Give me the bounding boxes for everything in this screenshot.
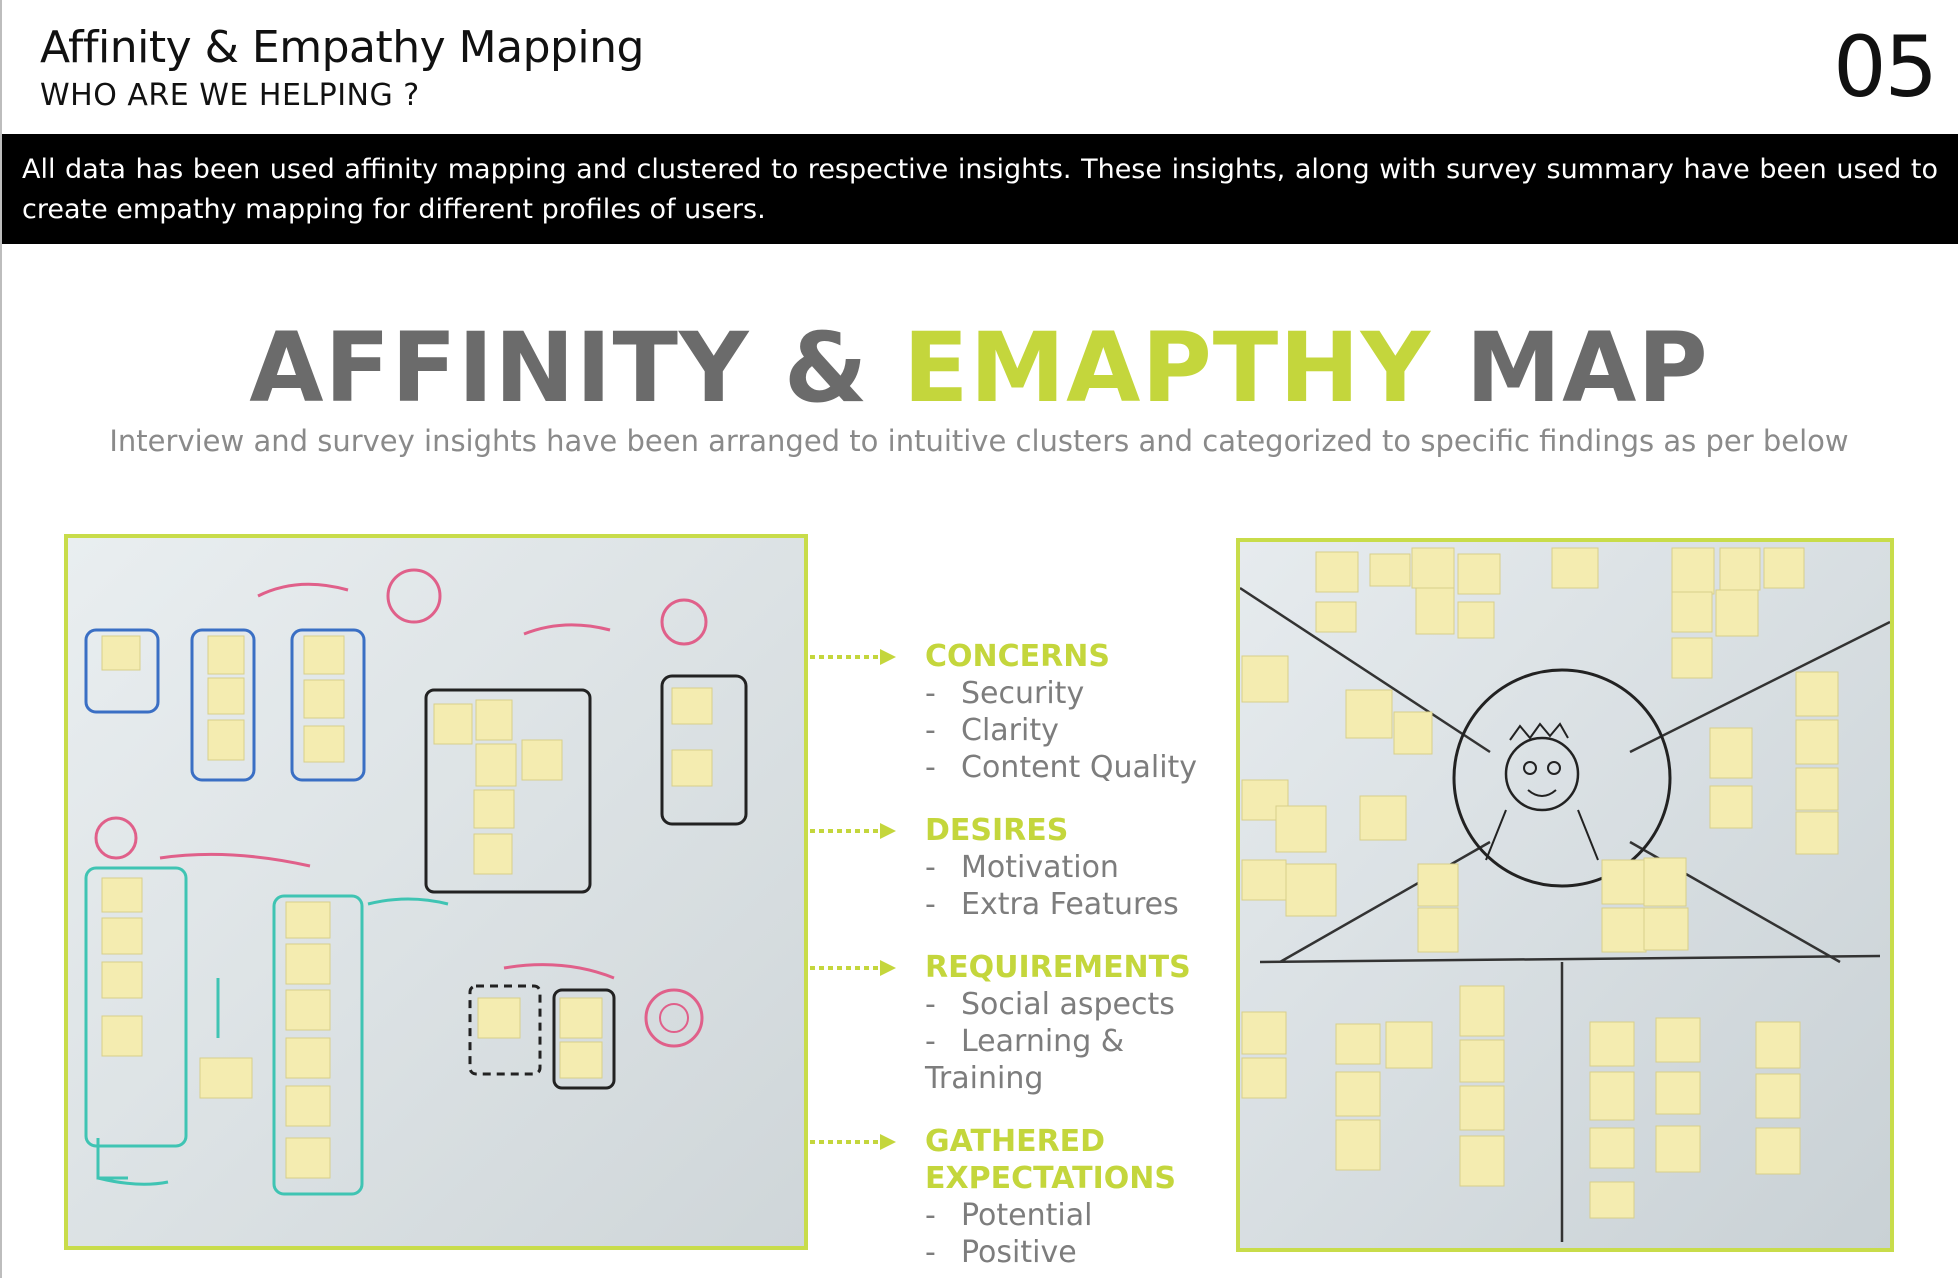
summary-banner-text: All data has been used affinity mapping … — [22, 154, 1938, 225]
findings-group-items: -Security -Clarity -Content Quality — [925, 675, 1230, 786]
findings-group-concerns: CONCERNS -Security -Clarity -Content Qua… — [810, 638, 1230, 786]
affinity-whiteboard-image — [68, 538, 804, 1246]
main-title-part-2: EMAPTHY — [903, 312, 1432, 424]
dotted-arrow-icon — [810, 649, 896, 665]
left-edge-rule — [0, 0, 2, 1278]
findings-item-label: Content Quality — [961, 750, 1198, 785]
findings-group-desires: DESIRES -Motivation -Extra Features — [810, 812, 1230, 923]
findings-group-title: CONCERNS — [925, 639, 1110, 674]
findings-item: -Clarity — [925, 713, 1059, 748]
findings-item-label: Extra Features — [961, 887, 1179, 922]
main-title-part-1: AFFINITY & — [249, 312, 869, 424]
empathy-whiteboard-image — [1240, 542, 1890, 1248]
findings-item-label: Social aspects — [961, 987, 1175, 1022]
findings-item-label: Clarity — [961, 713, 1059, 748]
dotted-arrow-icon — [810, 823, 896, 839]
findings-group-items: -Social aspects -Learning & Training — [925, 986, 1230, 1097]
findings-group-requirements: REQUIREMENTS -Social aspects -Learning &… — [810, 949, 1230, 1097]
findings-group-title: GATHERED EXPECTATIONS — [925, 1124, 1176, 1196]
findings-group-items: -Motivation -Extra Features — [925, 849, 1230, 923]
findings-item: -Security — [925, 676, 1085, 711]
findings-item: -Social aspects — [925, 987, 1175, 1022]
findings-group-items: -Potential -Positive — [925, 1197, 1230, 1271]
main-title: AFFINITY & EMAPTHY MAP — [0, 312, 1958, 424]
findings-item: -Potential — [925, 1198, 1093, 1233]
page-number: 05 — [1833, 18, 1938, 116]
findings-item-label: Motivation — [961, 850, 1119, 885]
findings-group-expectations: GATHERED EXPECTATIONS -Potential -Positi… — [810, 1123, 1230, 1271]
findings-group-title: REQUIREMENTS — [925, 950, 1191, 985]
dotted-arrow-icon — [810, 960, 896, 976]
findings-item-label: Security — [961, 676, 1085, 711]
affinity-map-photo — [64, 534, 808, 1250]
empathy-map-photo — [1236, 538, 1894, 1252]
page-header-title: Affinity & Empathy Mapping — [40, 22, 644, 73]
findings-item: -Learning & Training — [925, 1024, 1125, 1096]
findings-item: -Motivation — [925, 850, 1119, 885]
findings-item: -Positive — [925, 1235, 1077, 1270]
findings-item-label: Learning & Training — [925, 1024, 1125, 1096]
findings-group-title: DESIRES — [925, 813, 1069, 848]
summary-banner: All data has been used affinity mapping … — [2, 134, 1958, 244]
findings-item: -Content Quality — [925, 750, 1198, 785]
findings-item-label: Potential — [961, 1198, 1093, 1233]
findings-list: CONCERNS -Security -Clarity -Content Qua… — [810, 638, 1230, 1278]
dotted-arrow-icon — [810, 1134, 896, 1150]
page-header-subtitle: WHO ARE WE HELPING ? — [40, 78, 420, 113]
main-subtitle: Interview and survey insights have been … — [109, 424, 1849, 458]
findings-item-label: Positive — [961, 1235, 1077, 1270]
main-title-part-3: MAP — [1465, 312, 1709, 424]
findings-item: -Extra Features — [925, 887, 1179, 922]
